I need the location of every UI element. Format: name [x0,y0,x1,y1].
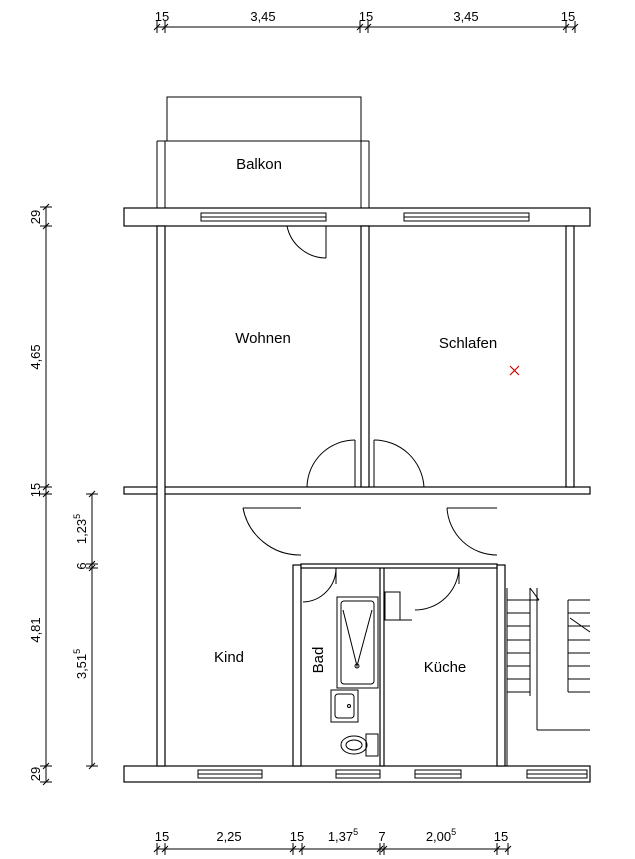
bathroom-fixtures [330,591,412,757]
dim-bottom-3: 15 [290,829,304,844]
room-label-wohnen: Wohnen [235,330,291,347]
dim-top-1: 15 [155,9,169,24]
dimension-bottom: 15 2,25 15 1,375 7 2,005 15 [153,827,512,855]
dim-left-2: 4,65 [28,344,43,369]
walls [123,207,591,783]
doors [242,225,498,611]
room-label-kind: Kind [214,649,244,666]
dim-left-inner-3: 3,515 [72,649,89,679]
wall-openings [166,440,497,567]
toilet-icon [340,733,379,757]
room-label-kueche: Küche [424,659,467,676]
dim-bottom-2: 2,25 [216,829,241,844]
dim-left-1: 29 [28,210,43,224]
dim-top-2: 3,45 [250,9,275,24]
washbasin-icon [330,689,359,723]
dim-bottom-1: 15 [155,829,169,844]
room-label-balkon: Balkon [236,156,282,173]
dim-left-4: 4,81 [28,617,43,642]
dim-bottom-5: 7 [378,829,385,844]
dim-left-3: 15 [28,483,43,497]
cross-marker-icon [509,365,520,376]
dim-left-inner-1: 1,235 [72,514,89,544]
dim-top-3: 15 [359,9,373,24]
dimension-top: 15 3,45 15 3,45 15 [153,9,579,33]
dimension-left-outer: 29 4,65 15 4,81 29 [28,203,52,786]
dim-bottom-4: 1,375 [328,827,358,844]
windows [197,212,588,779]
balcony [156,96,370,208]
staircase [506,587,591,766]
bathtub-icon [336,596,379,689]
dim-bottom-7: 15 [494,829,508,844]
dimension-left-inner: 1,235 6 3,515 [72,490,98,770]
room-label-bad: Bad [310,647,327,674]
dim-top-4: 3,45 [453,9,478,24]
dim-left-5: 29 [28,767,43,781]
dim-top-5: 15 [561,9,575,24]
room-label-schlafen: Schlafen [439,335,497,352]
dim-left-inner-2: 6 [74,562,89,569]
dim-bottom-6: 2,005 [426,827,456,844]
